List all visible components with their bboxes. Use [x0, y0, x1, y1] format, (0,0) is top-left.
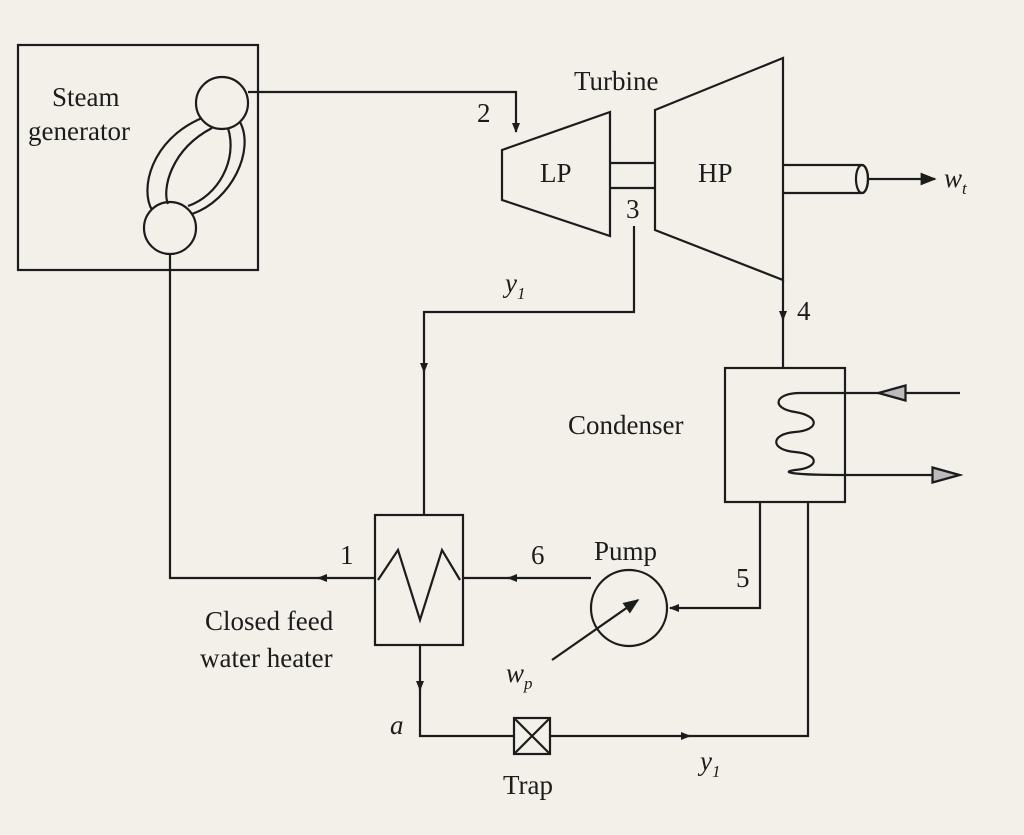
- trap-label: Trap: [503, 770, 554, 800]
- pump-work-label: wp: [506, 658, 533, 693]
- state-5-label: 5: [736, 563, 750, 593]
- heater-label-1: Closed feed: [205, 606, 334, 636]
- steam-generator-tube-outer: [146, 116, 203, 211]
- turbine-label: Turbine: [574, 66, 659, 96]
- steam-generator-label-2: generator: [28, 116, 130, 146]
- state-1-label: 1: [340, 540, 354, 570]
- hp-label: HP: [698, 158, 733, 188]
- pipe-trap-to-condenser: [688, 502, 810, 738]
- state-a-label: a: [390, 710, 404, 740]
- state-3-label: 3: [626, 194, 640, 224]
- state-2-label: 2: [477, 98, 491, 128]
- feedwater-heater-coil: [377, 547, 461, 624]
- fraction-y1-bottom: y1: [700, 746, 721, 781]
- pipe-state-5: [669, 502, 762, 612]
- pipe-state-1: [168, 254, 320, 580]
- trap-cross-2: [513, 717, 551, 755]
- feedwater-heater-box: [373, 513, 465, 647]
- turbine-work-label: wt: [944, 163, 967, 198]
- pump-work-arrow: [551, 599, 640, 661]
- condenser-coil: [775, 391, 846, 477]
- steam-generator-tube-inner: [165, 127, 213, 205]
- fraction-y1-top: y1: [505, 268, 526, 303]
- heater-label-2: water heater: [200, 643, 333, 673]
- steam-generator-upper-drum: [194, 75, 250, 131]
- lp-turbine: [500, 110, 612, 238]
- pump-circle: [589, 568, 669, 648]
- lp-label: LP: [540, 158, 572, 188]
- steam-generator-box: [16, 43, 260, 272]
- pipe-state-2: [248, 90, 520, 133]
- state-6-label: 6: [531, 540, 545, 570]
- steam-generator-label-1: Steam: [52, 82, 120, 112]
- pipe-drain-a: [418, 688, 514, 738]
- pipe-state-3-extraction: [420, 226, 636, 373]
- state-4-label: 4: [797, 296, 811, 326]
- pump-label: Pump: [594, 536, 658, 566]
- condenser-label: Condenser: [568, 410, 684, 440]
- steam-generator-tube-right-inner: [187, 127, 232, 208]
- condenser-box: [723, 366, 847, 504]
- steam-generator-tube-right-outer: [191, 121, 246, 216]
- output-shaft-end: [854, 163, 870, 195]
